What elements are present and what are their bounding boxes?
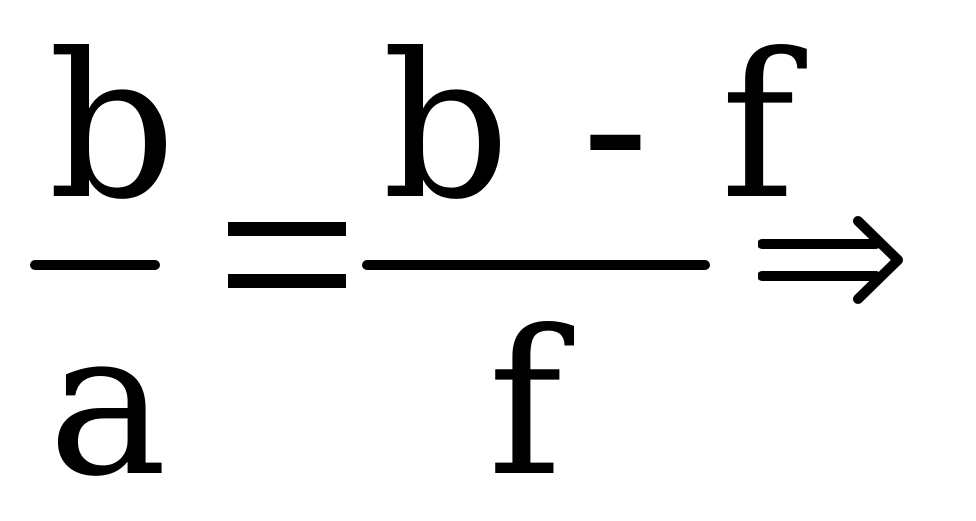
equals-top-bar: [228, 222, 346, 236]
left-denominator: a: [48, 288, 168, 521]
equals-sign: [228, 222, 346, 288]
right-numerator: b - f: [382, 11, 799, 244]
left-numerator: b: [48, 11, 177, 244]
left-fraction-bar: [30, 260, 160, 270]
equals-bottom-bar: [228, 274, 346, 288]
implies-arrow-icon: [758, 216, 903, 304]
right-fraction-bar: [362, 260, 710, 270]
right-denominator: f: [488, 288, 563, 521]
